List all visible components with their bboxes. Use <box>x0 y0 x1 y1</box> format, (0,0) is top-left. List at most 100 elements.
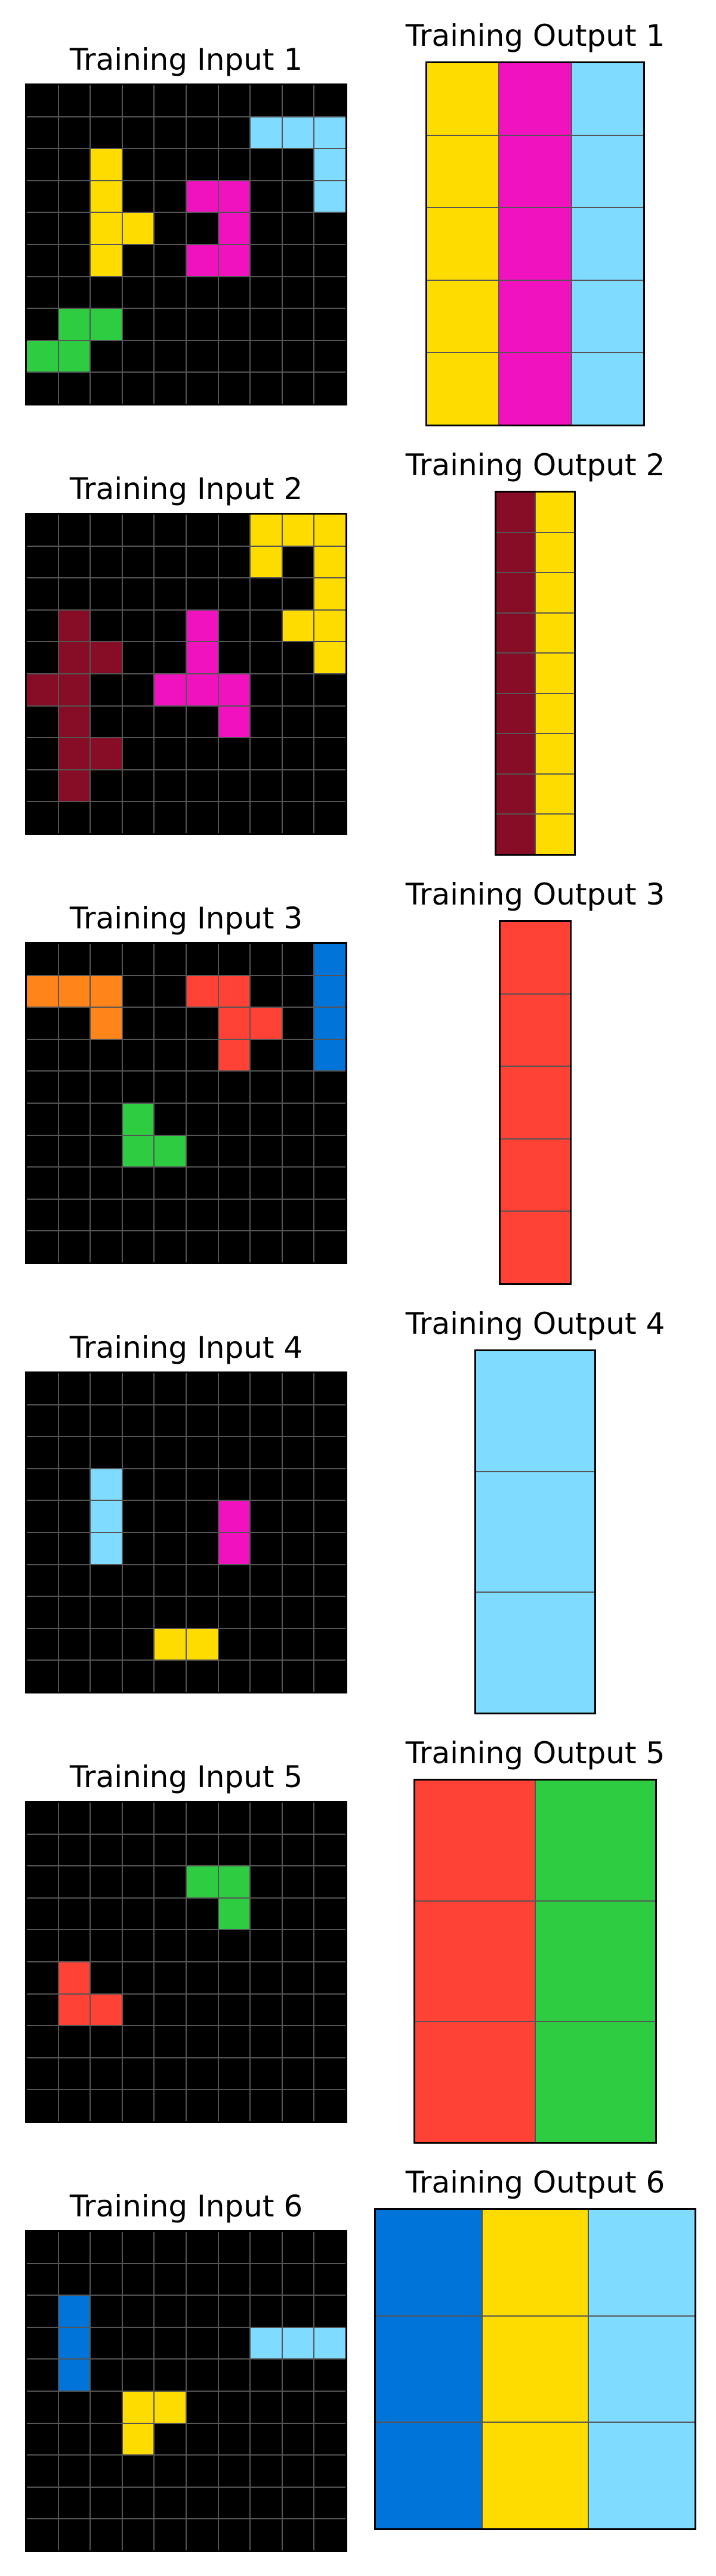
grid-cell <box>91 2360 122 2391</box>
grid-cell <box>58 944 90 975</box>
grid-cell <box>91 674 122 705</box>
grid-cell <box>155 1898 186 1930</box>
grid-cell <box>218 1565 250 1596</box>
grid-cell <box>314 1501 345 1532</box>
grid-cell <box>218 1008 250 1039</box>
grid-cell <box>27 340 58 372</box>
grid-cell <box>186 1866 218 1897</box>
grid-cell <box>186 2026 218 2057</box>
grid-cell <box>314 2232 345 2263</box>
grid-cell <box>482 2316 588 2422</box>
grid-cell <box>186 1437 218 1468</box>
grid-cell <box>314 181 345 212</box>
grid-cell <box>251 149 282 180</box>
grid-cell <box>27 1437 58 1468</box>
grid-cell <box>58 2296 90 2327</box>
grid-cell <box>314 149 345 180</box>
grid-cell <box>536 1901 655 2021</box>
grid-cell <box>536 693 574 733</box>
grid-cell <box>314 1898 345 1930</box>
input-title-6: Training Input 6 <box>69 2189 303 2224</box>
grid-cell <box>122 1168 154 1199</box>
grid-cell <box>27 2090 58 2121</box>
grid-cell <box>218 277 250 308</box>
grid-cell <box>27 546 58 578</box>
grid-cell <box>91 1199 122 1231</box>
output-grid-2 <box>495 491 576 856</box>
grid-cell <box>91 1661 122 1692</box>
grid-cell <box>536 2022 655 2142</box>
grid-cell <box>91 2519 122 2550</box>
grid-cell <box>282 1597 314 1628</box>
grid-cell <box>314 2487 345 2519</box>
grid-cell <box>251 1532 282 1564</box>
grid-cell <box>314 1834 345 1866</box>
grid-cell <box>282 340 314 372</box>
grid-cell <box>251 738 282 769</box>
grid-cell <box>218 244 250 276</box>
grid-cell <box>314 2264 345 2295</box>
grid-cell <box>122 181 154 212</box>
grid-cell <box>91 1898 122 1930</box>
grid-cell <box>499 280 571 352</box>
grid-cell <box>155 2327 186 2359</box>
grid-cell <box>122 1072 154 1103</box>
grid-cell <box>186 1994 218 2026</box>
grid-cell <box>155 770 186 801</box>
grid-cell <box>314 1373 345 1404</box>
grid-cell <box>58 642 90 673</box>
grid-cell <box>218 802 250 833</box>
grid-cell <box>499 135 571 208</box>
grid-cell <box>122 1501 154 1532</box>
grid-cell <box>58 1532 90 1564</box>
grid-cell <box>27 2391 58 2423</box>
grid-cell <box>58 2232 90 2263</box>
grid-cell <box>186 1008 218 1039</box>
grid-cell <box>218 1501 250 1532</box>
grid-cell <box>91 2026 122 2057</box>
grid-cell <box>27 515 58 546</box>
grid-cell <box>91 2423 122 2455</box>
grid-cell <box>27 1072 58 1103</box>
grid-cell <box>122 1405 154 1436</box>
grid-cell <box>282 2360 314 2391</box>
grid-cell <box>155 1008 186 1039</box>
grid-cell <box>58 2264 90 2295</box>
grid-cell <box>536 493 574 532</box>
grid-cell <box>251 340 282 372</box>
grid-cell <box>155 2264 186 2295</box>
grid-cell <box>91 2487 122 2519</box>
grid-cell <box>122 2058 154 2089</box>
grid-cell <box>218 674 250 705</box>
grid-cell <box>122 674 154 705</box>
grid-cell <box>218 213 250 244</box>
grid-cell <box>27 770 58 801</box>
grid-cell <box>251 1199 282 1231</box>
grid-cell <box>427 208 499 280</box>
grid-cell <box>27 1135 58 1167</box>
grid-cell <box>314 277 345 308</box>
grid-cell <box>155 642 186 673</box>
grid-cell <box>91 1135 122 1167</box>
grid-cell <box>251 1994 282 2026</box>
grid-cell <box>251 277 282 308</box>
grid-cell <box>186 706 218 738</box>
grid-cell <box>122 85 154 116</box>
grid-cell <box>282 642 314 673</box>
grid-cell <box>155 117 186 148</box>
grid-cell <box>314 738 345 769</box>
grid-cell <box>496 774 535 814</box>
grid-cell <box>122 1866 154 1897</box>
grid-cell <box>376 2423 482 2528</box>
grid-cell <box>218 2058 250 2089</box>
grid-cell <box>186 2090 218 2121</box>
grid-cell <box>186 1834 218 1866</box>
grid-cell <box>91 1437 122 1468</box>
grid-cell <box>314 1405 345 1436</box>
grid-cell <box>314 802 345 833</box>
grid-cell <box>186 578 218 609</box>
grid-cell <box>186 642 218 673</box>
grid-cell <box>251 1834 282 1866</box>
grid-cell <box>218 1962 250 1993</box>
grid-cell <box>122 277 154 308</box>
